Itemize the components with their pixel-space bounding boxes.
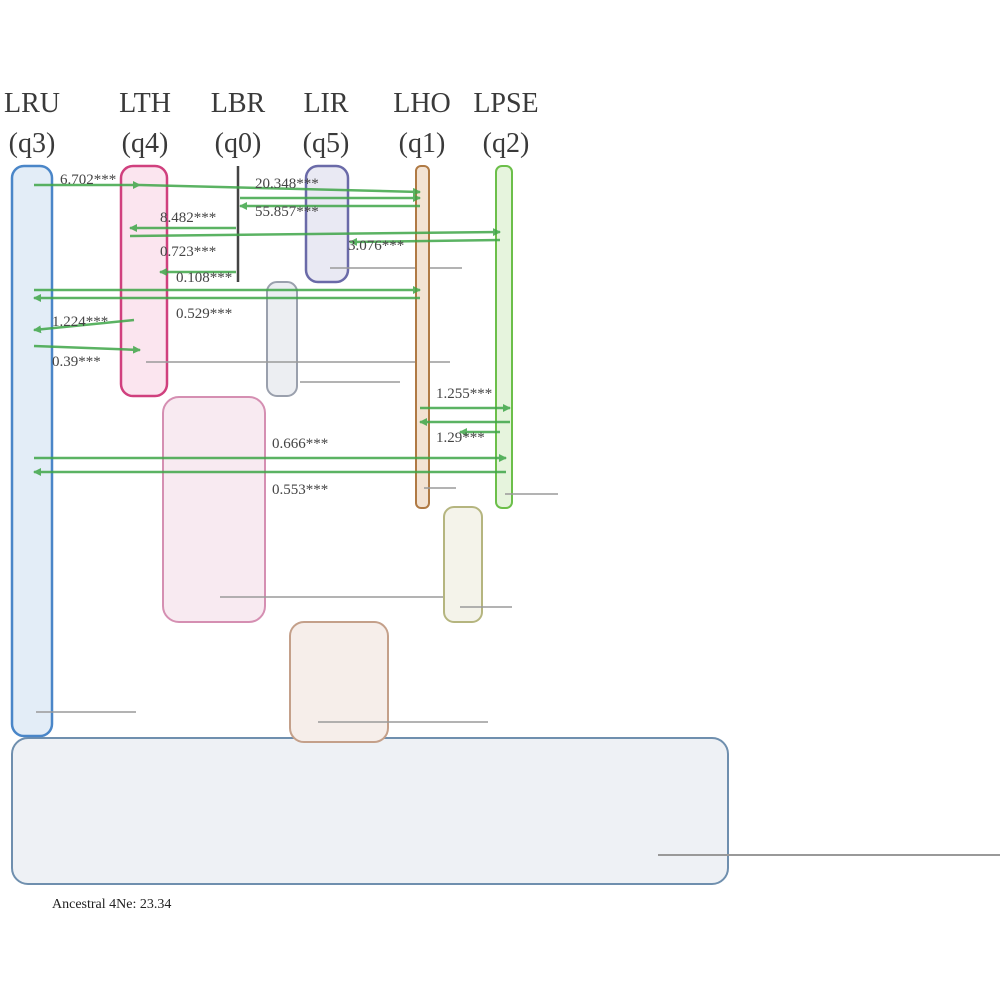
- migration-rate-label: 0.529***: [176, 306, 232, 322]
- pop-label-lpse: LPSE: [473, 88, 538, 119]
- ancestral-population-box: [11, 737, 729, 885]
- pop-tag-lpse: (q2): [483, 128, 530, 159]
- migration-rate-label: 1.29***: [436, 430, 485, 446]
- migration-rate-label: 0.723***: [160, 244, 216, 260]
- ancestor-branch-gray: [266, 281, 298, 397]
- migration-labels: 6.702*** 20.348*** 55.857*** 8.482*** 0.…: [52, 172, 492, 498]
- population-bar-lth: [119, 164, 169, 398]
- migration-arrow: [33, 318, 135, 334]
- ancestral-size-label: Ancestral 4Ne: 23.34: [52, 897, 171, 912]
- pop-label-lir: LIR: [303, 88, 348, 119]
- migration-rate-label: 0.39***: [52, 354, 101, 370]
- migration-rate-label: 3.076***: [348, 238, 404, 254]
- pop-tag-lru: (q3): [9, 128, 56, 159]
- migration-rate-label: 55.857***: [255, 204, 319, 220]
- migration-rate-label: 1.224***: [52, 314, 108, 330]
- pop-label-lru: LRU: [4, 88, 60, 119]
- population-bar-lpse: [495, 165, 513, 509]
- migration-rate-label: 0.666***: [272, 436, 328, 452]
- population-bar-lir: [304, 164, 350, 284]
- migration-arrow: [349, 237, 501, 246]
- pop-tag-lho: (q1): [399, 128, 446, 159]
- ancestor-branch-brown: [289, 621, 389, 743]
- pop-label-lbr: LBR: [211, 88, 266, 119]
- pop-tag-lbr: (q0): [215, 128, 262, 159]
- migration-arrow: [129, 228, 501, 238]
- migration-rate-label: 6.702***: [60, 172, 116, 188]
- migration-rate-label: 8.482***: [160, 210, 216, 226]
- ancestor-branch-pink: [162, 396, 266, 623]
- migration-arrows: [33, 181, 511, 476]
- migration-arrow: [139, 183, 421, 196]
- ancestor-branch-olive: [443, 506, 483, 623]
- migration-rate-label: 0.108***: [176, 270, 232, 286]
- pop-tag-lir: (q5): [303, 128, 350, 159]
- population-bar-lru: [10, 164, 54, 738]
- pop-label-lth: LTH: [119, 88, 171, 119]
- migration-rate-label: 1.255***: [436, 386, 492, 402]
- population-bar-lho: [415, 165, 430, 509]
- pop-label-lho: LHO: [393, 88, 451, 119]
- migration-rate-label: 0.553***: [272, 482, 328, 498]
- population-labels: LRU (q3) LTH (q4) LBR (q0) LIR (q5) LHO …: [4, 88, 539, 159]
- pop-tag-lth: (q4): [122, 128, 169, 159]
- migration-arrow: [33, 344, 141, 354]
- migration-rate-label: 20.348***: [255, 176, 319, 192]
